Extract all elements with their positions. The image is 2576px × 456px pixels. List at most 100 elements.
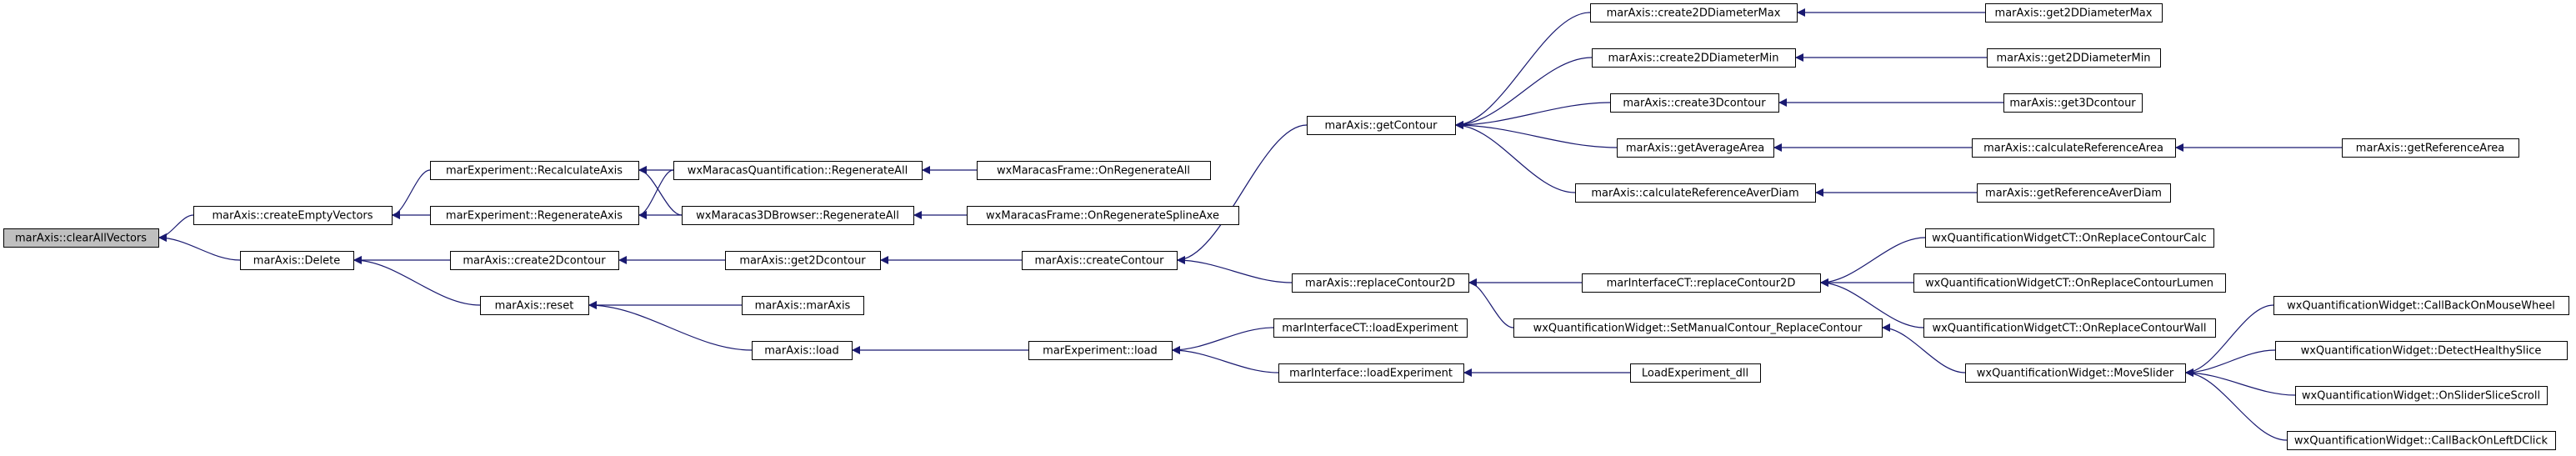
function-node-label: marExperiment::RegenerateAxis [446, 210, 623, 223]
function-node-label: marAxis::get2DDiameterMin [1996, 53, 2150, 65]
call-edge-n2-to-n1 [158, 214, 194, 242]
function-node[interactable]: marAxis::get3Dcontour [2003, 93, 2143, 113]
function-node[interactable]: marExperiment::RecalculateAxis [430, 161, 639, 180]
function-node[interactable]: marAxis::create2DDiameterMin [1592, 48, 1796, 68]
nodes-layer: marAxis::clearAllVectors marAxis::createE… [3, 3, 2569, 450]
function-node-label: marAxis::create2DDiameterMin [1608, 53, 1778, 65]
function-node-label: wxQuantificationWidget::CallBackOnLeftDC… [2294, 435, 2548, 448]
function-node[interactable]: wxQuantificationWidgetCT::OnReplaceConto… [1923, 318, 2216, 338]
function-node-label: wxMaracasQuantification::RegenerateAll [688, 165, 908, 178]
function-node-box [450, 251, 619, 270]
function-node[interactable]: marAxis::createContour [1022, 251, 1178, 270]
function-node-label: marAxis::create2DDiameterMax [1607, 8, 1781, 20]
function-node-label: wxQuantificationWidgetCT::OnReplaceConto… [1932, 233, 2207, 245]
function-node[interactable]: marExperiment::load [1028, 341, 1173, 360]
function-node-label: wxQuantificationWidget::SetManualContour… [1533, 323, 1863, 335]
function-node[interactable]: marAxis::getReferenceArea [2342, 138, 2519, 158]
function-node[interactable]: marInterfaceCT::replaceContour2D [1582, 273, 1821, 293]
function-node-box [1977, 183, 2171, 203]
function-node[interactable]: marAxis::create2DDiameterMax [1590, 3, 1798, 23]
call-edge-n17-to-n15 [1176, 124, 1308, 264]
function-node-label: marAxis::get2DDiameterMax [1995, 8, 2153, 20]
function-node[interactable]: marInterface::loadExperiment [1278, 363, 1464, 383]
function-node[interactable]: wxQuantificationWidget::SetManualContour… [1513, 318, 1883, 338]
function-node[interactable]: marAxis::createEmptyVectors [193, 206, 393, 225]
function-node[interactable]: marAxis::replaceContour2D [1292, 273, 1469, 293]
call-edge-n7-to-n3 [353, 256, 481, 306]
function-node-box [2287, 431, 2556, 450]
function-node-box [2342, 138, 2519, 158]
function-node[interactable]: wxQuantificationWidget::CallBackOnMouseW… [2273, 296, 2569, 315]
function-node-box [2273, 296, 2569, 315]
call-edge-n41-to-n37 [2184, 368, 2296, 396]
function-node-box [725, 251, 881, 270]
function-node-box [1022, 251, 1178, 270]
function-node[interactable]: marAxis::getContour [1307, 116, 1456, 135]
function-node-label: marAxis::getReferenceArea [2356, 143, 2504, 155]
function-node[interactable]: marAxis::load [752, 341, 853, 360]
function-node[interactable]: marAxis::getReferenceAverDiam [1977, 183, 2171, 203]
function-node-label: wxQuantificationWidget::CallBackOnMouseW… [2287, 300, 2555, 313]
function-node[interactable]: wxQuantificationWidgetCT::OnReplaceConto… [1913, 273, 2226, 293]
call-edge-n4-to-n2 [391, 169, 431, 219]
function-node-box [1617, 138, 1774, 158]
function-node[interactable]: wxMaracas3DBrowser::RegenerateAll [682, 206, 914, 225]
call-edge-n22-to-n17 [1454, 57, 1593, 129]
function-node-box [1278, 363, 1464, 383]
function-node[interactable]: LoadExperiment_dll [1630, 363, 1761, 383]
function-node-label: wxMaracasFrame::OnRegenerateSplineAxe [986, 210, 1219, 223]
call-edge-n21-to-n17 [1454, 12, 1591, 129]
function-node-label: marAxis::createEmptyVectors [212, 210, 373, 223]
function-node-box [1965, 363, 2186, 383]
function-node-box [1590, 3, 1798, 23]
function-node[interactable]: marExperiment::RegenerateAxis [430, 206, 639, 225]
call-edge-n24-to-n17 [1454, 121, 1618, 148]
function-node[interactable]: marInterfaceCT::loadExperiment [1273, 318, 1468, 338]
function-node[interactable]: marAxis::create3Dcontour [1610, 93, 1779, 113]
function-node[interactable]: wxMaracasFrame::OnRegenerateAll [977, 161, 1211, 180]
function-node[interactable]: wxQuantificationWidget::DetectHealthySli… [2275, 341, 2568, 360]
call-edge-n19-to-n16 [1171, 327, 1274, 354]
function-node-label: wxMaracasFrame::OnRegenerateAll [997, 165, 1190, 178]
call-edge-n40-to-n37 [2184, 349, 2276, 377]
function-node-label: wxQuantificationWidget::MoveSlider [1977, 368, 2174, 380]
function-node[interactable]: marAxis::clearAllVectors [3, 228, 159, 248]
function-node[interactable]: marAxis::get2DDiameterMax [1985, 3, 2163, 23]
function-node[interactable]: marAxis::getAverageArea [1617, 138, 1774, 158]
function-node[interactable]: wxQuantificationWidget::CallBackOnLeftDC… [2287, 431, 2556, 450]
call-edge-n8-to-n5 [638, 169, 674, 219]
function-node[interactable]: marAxis::calculateReferenceArea [1972, 138, 2176, 158]
call-edge-n23-to-n17 [1454, 102, 1611, 129]
function-node-label: marAxis::get3Dcontour [2009, 98, 2136, 110]
function-node[interactable]: wxQuantificationWidgetCT::OnReplaceConto… [1925, 228, 2214, 248]
function-node-label: wxQuantificationWidgetCT::OnReplaceConto… [1925, 278, 2213, 290]
function-node[interactable]: marAxis::Delete [240, 251, 354, 270]
function-node-label: marInterface::loadExperiment [1289, 368, 1453, 380]
call-edge-n3-to-n1 [158, 233, 241, 261]
function-node-box [1610, 93, 1779, 113]
call-edge-n27-to-n18 [1468, 278, 1514, 328]
function-node[interactable]: marAxis::calculateReferenceAverDiam [1575, 183, 1816, 203]
function-node[interactable]: wxMaracasQuantification::RegenerateAll [673, 161, 923, 180]
function-node[interactable]: wxQuantificationWidget::OnSliderSliceScr… [2295, 386, 2548, 405]
function-node-box [1513, 318, 1883, 338]
function-node[interactable]: marAxis::marAxis [742, 296, 864, 315]
function-node[interactable]: marAxis::get2DDiameterMin [1987, 48, 2161, 68]
function-node-label: marExperiment::RecalculateAxis [446, 165, 623, 178]
edges-layer [158, 8, 2342, 441]
call-edge-n9-to-n4 [638, 166, 683, 216]
function-node-box [1913, 273, 2226, 293]
function-node-box [1273, 318, 1468, 338]
call-edge-n42-to-n37 [2184, 368, 2288, 441]
function-node[interactable]: marAxis::create2Dcontour [450, 251, 619, 270]
function-node[interactable]: wxQuantificationWidget::MoveSlider [1965, 363, 2186, 383]
function-node[interactable]: marAxis::get2Dcontour [725, 251, 881, 270]
function-node-label: marAxis::get2Dcontour [739, 255, 866, 268]
call-edge-n18-to-n15 [1176, 256, 1293, 283]
call-edge-n37-to-n27 [1881, 323, 1966, 373]
function-node-box [3, 228, 159, 248]
function-node[interactable]: marAxis::reset [480, 296, 589, 315]
function-node[interactable]: wxMaracasFrame::OnRegenerateSplineAxe [967, 206, 1239, 225]
function-node-box [1630, 363, 1761, 383]
